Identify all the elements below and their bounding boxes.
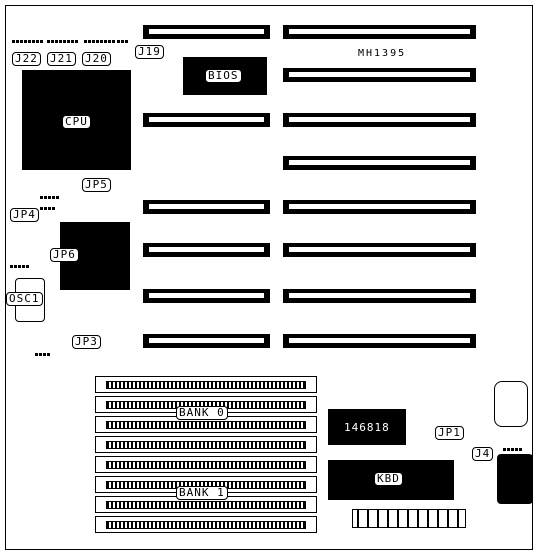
keyboard-connector (497, 454, 533, 504)
rtc-label: 146818 (344, 421, 390, 434)
isa-slot-left-4 (143, 243, 270, 257)
isa-slot-right-3 (283, 113, 476, 127)
j19-header (117, 28, 129, 47)
jp1-label: JP1 (435, 426, 464, 440)
osc1-label: OSC1 (6, 292, 43, 306)
simm-slot-4 (95, 436, 317, 453)
jp3-jumper (35, 341, 51, 360)
isa-slot-right-8 (283, 334, 476, 348)
j20-header (84, 28, 116, 47)
j22-header (12, 28, 44, 47)
bottom-connector (352, 509, 466, 528)
isa-slot-left-6 (143, 334, 270, 348)
simm-slot-1 (95, 376, 317, 393)
isa-slot-left-3 (143, 200, 270, 214)
simm-slot-8 (95, 516, 317, 533)
j4-jumper (503, 436, 523, 455)
j21-header (47, 28, 79, 47)
jp6-label: JP6 (50, 248, 79, 262)
isa-slot-right-4 (283, 156, 476, 170)
battery (494, 381, 528, 427)
j21-label: J21 (47, 52, 76, 66)
bank0-label: BANK 0 (176, 406, 228, 420)
j19-label: J19 (135, 45, 164, 59)
board-outline (5, 5, 533, 550)
bios-label: BIOS (205, 69, 242, 83)
model-label: MH1395 (358, 48, 407, 59)
jp4-jumper (40, 195, 56, 214)
isa-slot-right-7 (283, 289, 476, 303)
jp3-label: JP3 (72, 335, 101, 349)
isa-slot-right-2 (283, 68, 476, 82)
jp4-label: JP4 (10, 208, 39, 222)
jp6-jumper (10, 253, 30, 272)
jp5-jumper (40, 184, 60, 203)
kbd-label: KBD (374, 472, 403, 486)
bank1-label: BANK 1 (176, 486, 228, 500)
simm-slot-5 (95, 456, 317, 473)
rtc-chip (328, 409, 406, 445)
j20-label: J20 (82, 52, 111, 66)
cpu-label: CPU (62, 115, 91, 129)
isa-slot-left-5 (143, 289, 270, 303)
isa-slot-right-5 (283, 200, 476, 214)
j22-label: J22 (12, 52, 41, 66)
isa-slot-left-2 (143, 113, 270, 127)
j4-label: J4 (472, 447, 494, 461)
isa-slot-right-1 (283, 25, 476, 39)
isa-slot-right-6 (283, 243, 476, 257)
isa-slot-left-1 (143, 25, 270, 39)
jp5-label: JP5 (82, 178, 111, 192)
